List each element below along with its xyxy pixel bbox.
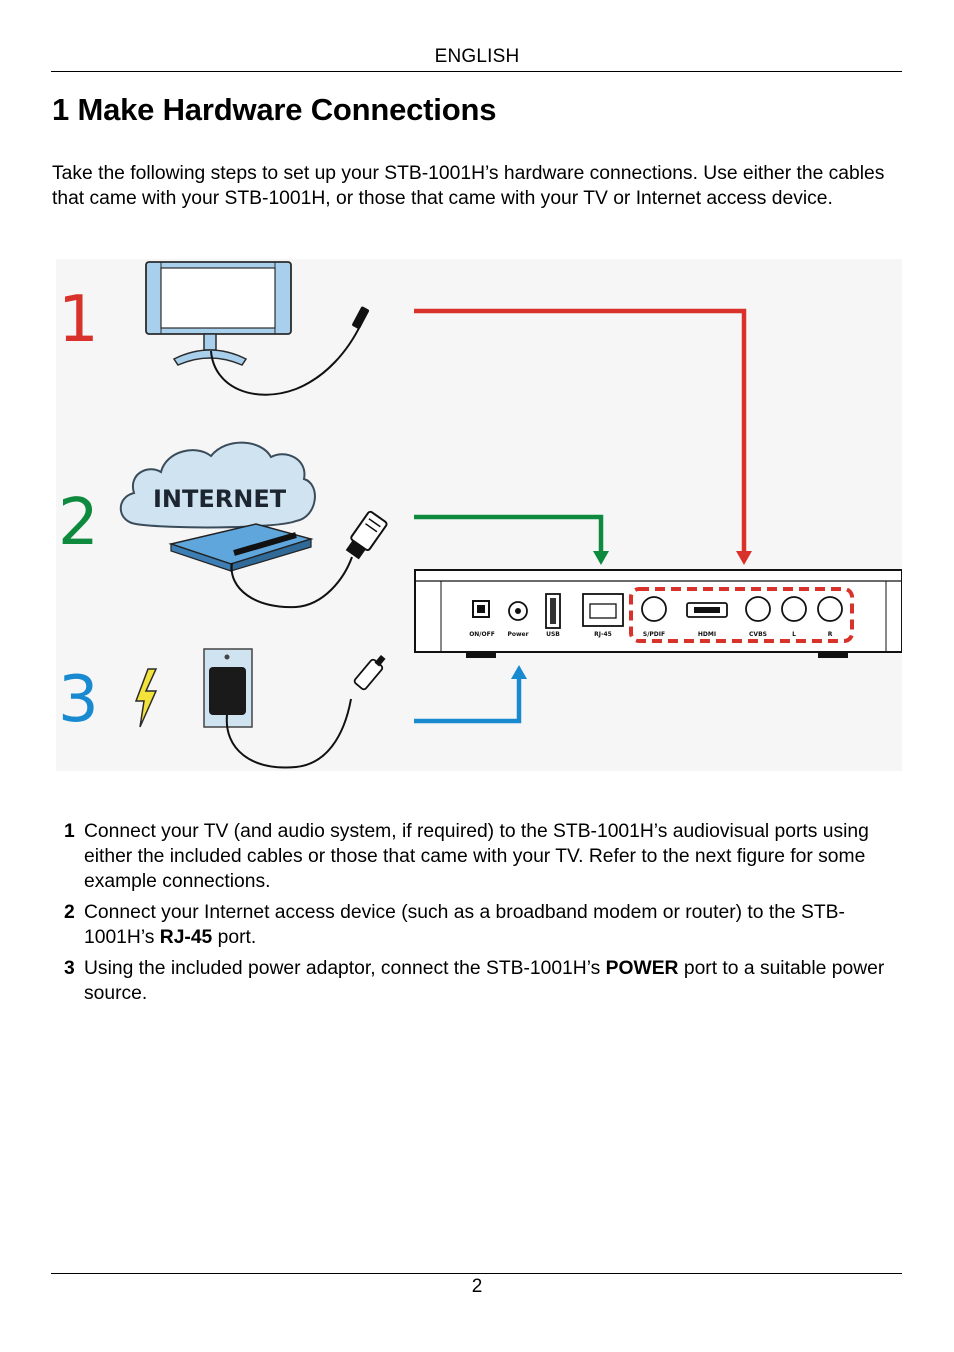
header-rule bbox=[51, 71, 902, 72]
port-label-power: Power bbox=[507, 631, 528, 638]
step-text: Connect your TV (and audio system, if re… bbox=[84, 821, 869, 892]
footer-rule bbox=[51, 1273, 902, 1274]
step-number-2: 2 bbox=[58, 486, 99, 560]
port-label-rj45: RJ-45 bbox=[594, 631, 612, 638]
port-label-l: L bbox=[792, 631, 796, 638]
tv-icon bbox=[145, 261, 369, 396]
list-item: 2 Connect your Internet access device (s… bbox=[52, 900, 912, 950]
stb-rear-panel: ON/OFF Power USB RJ-45 S/PDIF HDMI CVBS … bbox=[414, 569, 902, 658]
section-title: 1 Make Hardware Connections bbox=[52, 92, 497, 127]
step-text: Connect your Internet access device (suc… bbox=[84, 902, 845, 948]
port-name-bold: POWER bbox=[605, 958, 679, 979]
port-label-onoff: ON/OFF bbox=[469, 631, 495, 638]
power-adaptor-icon bbox=[134, 648, 386, 769]
list-item: 3 Using the included power adaptor, conn… bbox=[52, 956, 912, 1006]
step-number: 1 bbox=[64, 821, 75, 842]
step-number: 2 bbox=[64, 902, 75, 923]
page-number: 2 bbox=[471, 1276, 483, 1297]
step-number-1: 1 bbox=[58, 283, 99, 357]
step-number: 3 bbox=[64, 958, 75, 979]
connection-diagram: 1 2 3 INTERNET bbox=[56, 259, 902, 771]
port-label-spdif: S/PDIF bbox=[643, 631, 665, 638]
port-label-usb: USB bbox=[546, 631, 560, 638]
internet-label: INTERNET bbox=[153, 485, 287, 513]
port-label-hdmi: HDMI bbox=[698, 631, 716, 638]
steps-list: 1 Connect your TV (and audio system, if … bbox=[52, 819, 912, 1012]
port-name-bold: RJ-45 bbox=[159, 927, 213, 948]
port-labels: ON/OFF Power USB RJ-45 S/PDIF HDMI CVBS … bbox=[469, 631, 833, 638]
step-number-3: 3 bbox=[58, 663, 99, 737]
intro-paragraph: Take the following steps to set up your … bbox=[52, 163, 885, 209]
step-text: port. bbox=[212, 927, 257, 948]
list-item: 1 Connect your TV (and audio system, if … bbox=[52, 819, 912, 894]
connection-lines bbox=[414, 308, 752, 724]
port-label-cvbs: CVBS bbox=[749, 631, 767, 638]
step-text: port to a suitable power source. bbox=[84, 958, 885, 1004]
internet-modem-icon: INTERNET bbox=[119, 441, 388, 609]
header-language: ENGLISH bbox=[434, 46, 520, 67]
port-label-r: R bbox=[828, 631, 833, 638]
step-text: Using the included power adaptor, connec… bbox=[84, 958, 606, 979]
